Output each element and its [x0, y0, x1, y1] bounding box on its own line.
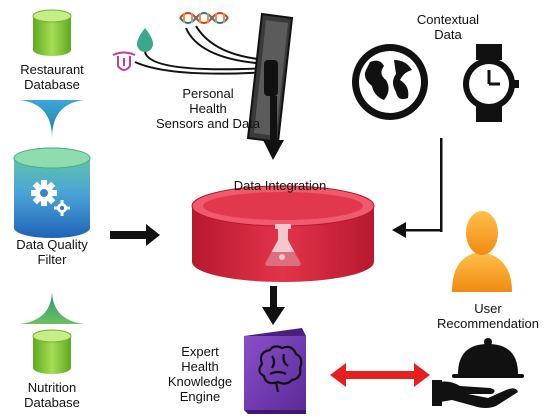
personal-health-label: Personal Health Sensors and Data: [155, 86, 261, 131]
funnel-top: [20, 100, 84, 138]
data-integration-cylinder: [191, 185, 375, 282]
user-icon: [452, 211, 512, 292]
nutrition-database-cylinder: [32, 329, 72, 374]
data-quality-filter-cylinder: [13, 147, 91, 238]
double-arrow: [330, 363, 430, 387]
cloche-icon: [432, 338, 524, 408]
dna-icon: [179, 12, 229, 24]
arrow-sensors-to-integration: [263, 96, 284, 160]
water-drop-icon: [137, 28, 153, 52]
nutrition-database-label: Nutrition Database: [24, 380, 80, 410]
user-recommendation-label: User Recommendation: [437, 301, 539, 331]
arrow-context-to-integration: [392, 138, 443, 238]
expert-engine-label: Expert Health Knowledge Engine: [167, 344, 233, 404]
sensor-cables: [134, 25, 269, 75]
arrow-integration-to-engine: [262, 286, 285, 325]
watch-icon: [463, 44, 519, 122]
data-integration-label: Data Integration: [233, 178, 327, 193]
data-quality-filter-label: Data Quality Filter: [16, 237, 88, 267]
flask-icon: [265, 224, 301, 266]
funnel-bottom: [20, 290, 84, 324]
globe-icon: [352, 44, 428, 120]
expert-engine-book: [244, 328, 306, 414]
contextual-data-label: Contextual Data: [416, 12, 480, 42]
gear-icon: [31, 180, 70, 216]
restaurant-database-cylinder: [32, 9, 72, 56]
restaurant-database-label: Restaurant Database: [20, 62, 84, 92]
tongue-icon: [112, 51, 136, 71]
brain-icon: [258, 345, 303, 393]
arrow-filter-to-integration: [110, 224, 160, 246]
